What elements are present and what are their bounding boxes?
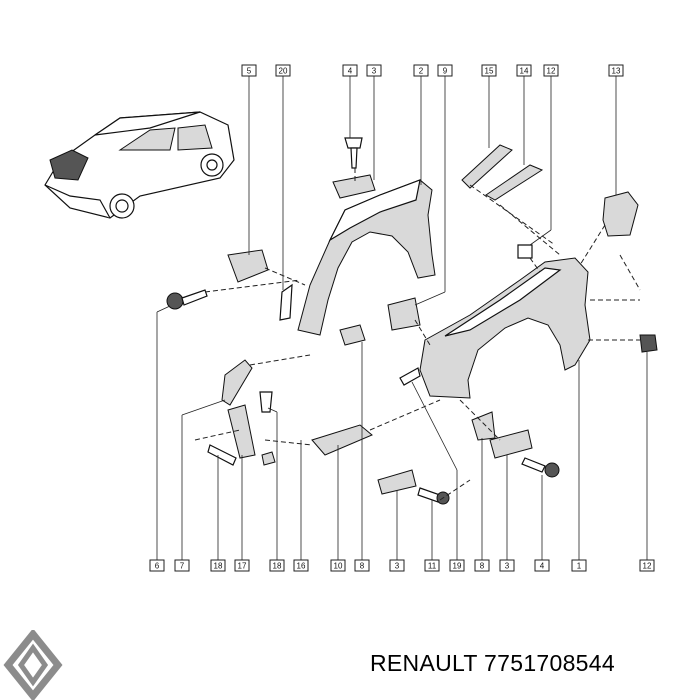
callout-18-right: 18 — [267, 407, 285, 572]
callout-14: 14 — [516, 64, 532, 165]
callout-16: 16 — [293, 440, 309, 572]
callout-8-right: 8 — [474, 438, 490, 572]
svg-text:3: 3 — [395, 562, 400, 571]
svg-text:9: 9 — [443, 67, 448, 76]
svg-text:11: 11 — [428, 562, 437, 571]
svg-text:3: 3 — [505, 562, 510, 571]
fixing-parts — [166, 137, 658, 505]
bottom-callouts: 6 7 18 17 18 16 10 8 3 11 19 8 3 4 1 12 — [149, 305, 655, 572]
svg-text:4: 4 — [540, 562, 545, 571]
svg-text:15: 15 — [485, 67, 494, 76]
callout-17: 17 — [234, 455, 250, 572]
svg-text:20: 20 — [279, 67, 288, 76]
callout-8-left: 8 — [354, 342, 370, 572]
brand-name: RENAULT — [370, 650, 478, 676]
svg-text:19: 19 — [453, 562, 462, 571]
svg-text:8: 8 — [480, 562, 485, 571]
top-callouts: 5 20 4 3 2 9 15 14 12 13 — [241, 64, 624, 306]
callout-4-bottom: 4 — [534, 475, 550, 572]
svg-text:4: 4 — [348, 67, 353, 76]
renault-logo-icon — [3, 630, 63, 700]
callout-15: 15 — [481, 64, 497, 148]
svg-text:8: 8 — [360, 562, 365, 571]
callout-18-left: 18 — [210, 455, 226, 572]
svg-text:17: 17 — [238, 562, 247, 571]
callout-9: 9 — [414, 64, 453, 306]
svg-text:12: 12 — [643, 562, 652, 571]
svg-text:12: 12 — [547, 67, 556, 76]
callout-10: 10 — [330, 445, 346, 572]
svg-text:18: 18 — [273, 562, 282, 571]
callout-4: 4 — [342, 64, 358, 138]
svg-text:3: 3 — [372, 67, 377, 76]
callout-5: 5 — [241, 64, 257, 255]
callout-12: 12 — [529, 64, 559, 246]
callout-3-right: 3 — [499, 455, 515, 572]
svg-text:5: 5 — [247, 67, 252, 76]
part-number: 7751708544 — [484, 650, 615, 676]
svg-text:14: 14 — [520, 67, 529, 76]
car-overview-illustration — [44, 111, 235, 219]
callout-19: 19 — [411, 381, 465, 572]
callout-6: 6 — [149, 305, 171, 572]
callout-1: 1 — [571, 360, 587, 572]
svg-text:13: 13 — [612, 67, 621, 76]
callout-3-left: 3 — [389, 490, 405, 572]
assembly-lines — [194, 168, 641, 501]
svg-text:1: 1 — [577, 562, 582, 571]
callout-12-bottom: 12 — [639, 352, 655, 572]
svg-text:2: 2 — [419, 67, 424, 76]
front-wing-right — [419, 257, 591, 399]
brand-part-number: RENAULT 7751708544 — [370, 650, 615, 677]
callout-2: 2 — [413, 64, 429, 185]
svg-text:6: 6 — [155, 562, 160, 571]
svg-text:16: 16 — [297, 562, 306, 571]
svg-text:7: 7 — [180, 562, 185, 571]
callout-13: 13 — [608, 64, 624, 195]
callout-3: 3 — [366, 64, 382, 180]
callout-11: 11 — [424, 500, 440, 572]
svg-text:10: 10 — [334, 562, 343, 571]
callout-20: 20 — [275, 64, 291, 290]
callout-7: 7 — [174, 399, 226, 572]
front-wing-left — [297, 179, 436, 336]
svg-text:18: 18 — [214, 562, 223, 571]
